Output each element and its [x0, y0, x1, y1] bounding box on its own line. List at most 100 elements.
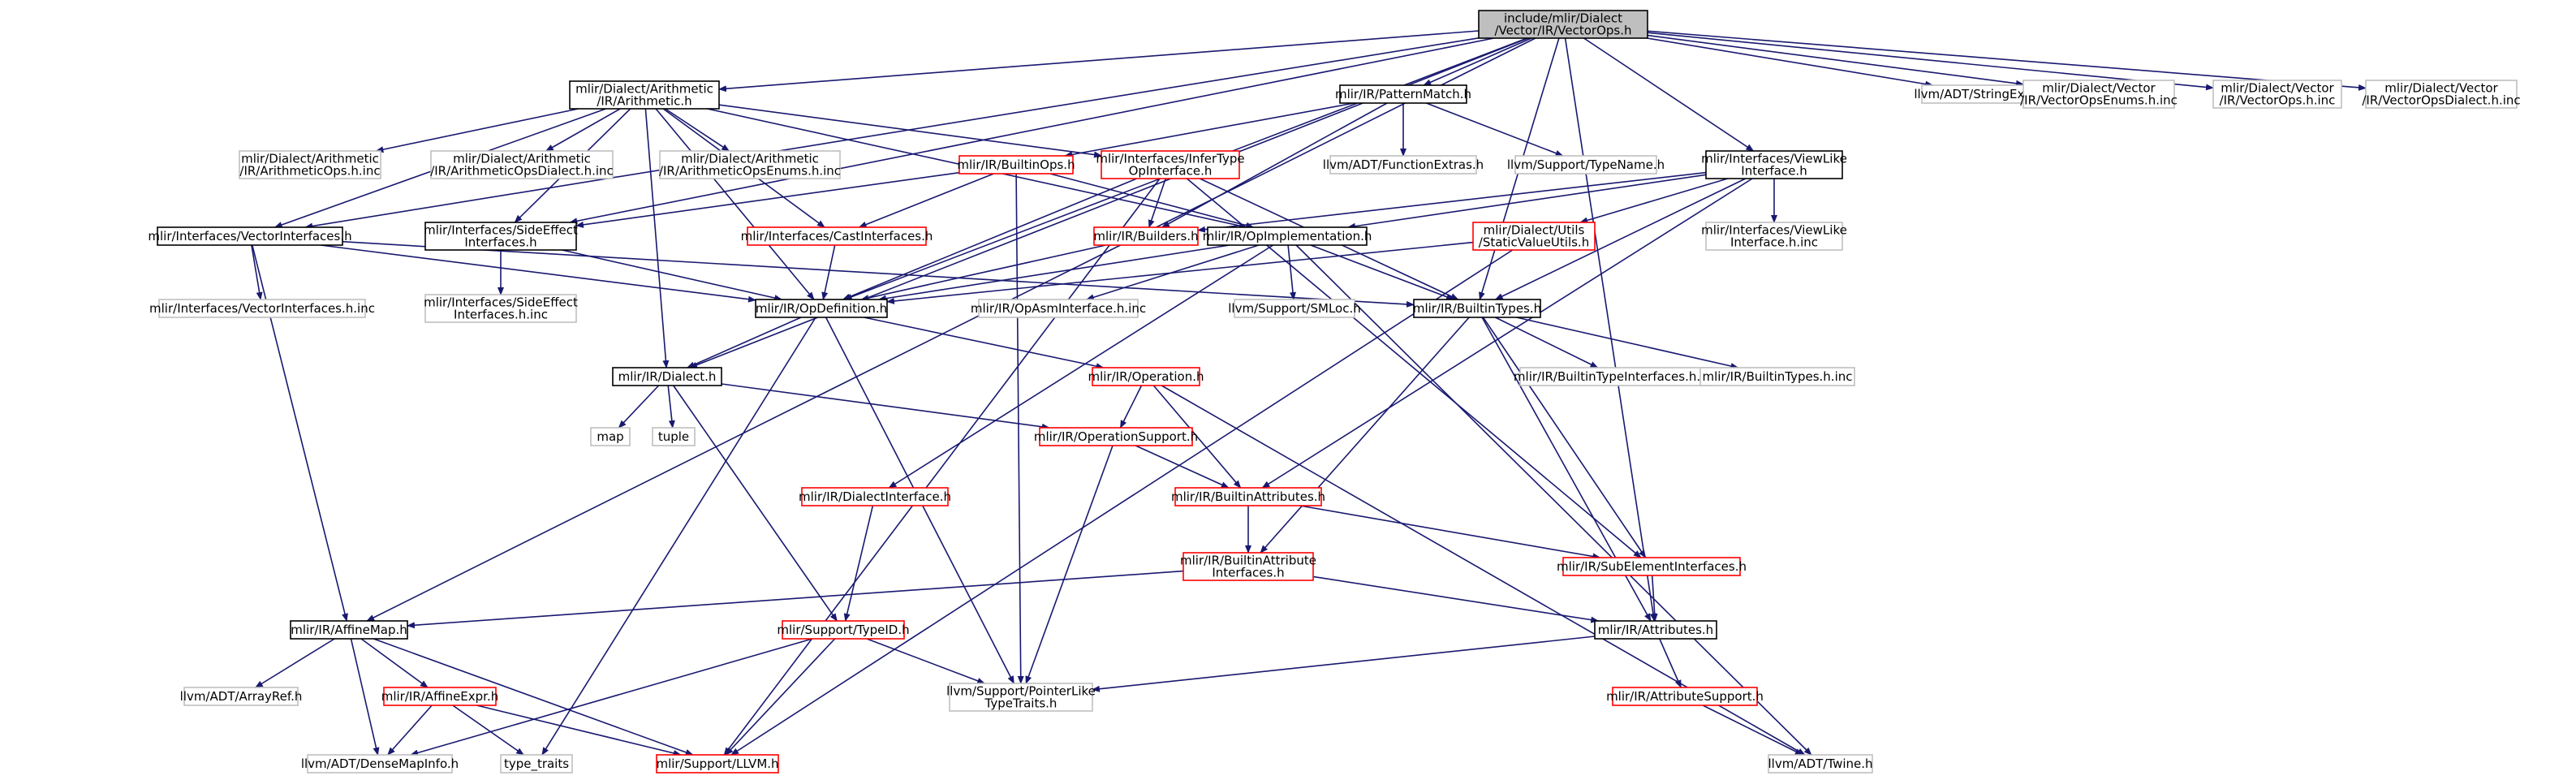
node-staticvalue[interactable]: mlir/Dialect/Utils/StaticValueUtils.h: [1472, 222, 1596, 251]
node-box-densemapinfo[interactable]: [307, 754, 453, 774]
node-box-opsupport[interactable]: [1039, 427, 1193, 446]
node-affinemap[interactable]: mlir/IR/AffineMap.h: [290, 620, 408, 640]
node-box-opasminc[interactable]: [978, 299, 1139, 318]
node-box-typename[interactable]: [1514, 155, 1657, 175]
node-box-arithopsinc[interactable]: [239, 150, 381, 179]
node-arithdialinc[interactable]: mlir/Dialect/Arithmetic/IR/ArithmeticOps…: [430, 150, 614, 179]
node-box-infertype[interactable]: [1101, 150, 1240, 179]
node-box-vecenums[interactable]: [2022, 80, 2175, 109]
node-box-arrayref[interactable]: [183, 687, 299, 706]
node-box-builtinops[interactable]: [958, 155, 1074, 175]
node-box-affinemap[interactable]: [290, 620, 408, 640]
node-box-viewlike[interactable]: [1705, 150, 1843, 179]
node-map[interactable]: map: [590, 427, 631, 446]
node-box-subelem[interactable]: [1562, 557, 1741, 576]
node-box-staticvalue[interactable]: [1472, 222, 1596, 251]
node-vecdialectinc[interactable]: mlir/Dialect/Vector/IR/VectorOpsDialect.…: [2362, 80, 2521, 109]
node-box-vectorops[interactable]: [1478, 10, 1648, 39]
node-vectorops[interactable]: include/mlir/Dialect/Vector/IR/VectorOps…: [1478, 10, 1648, 39]
node-funcextras[interactable]: llvm/ADT/FunctionExtras.h: [1323, 155, 1484, 175]
node-box-pointerlike[interactable]: [949, 683, 1093, 712]
node-box-opimpl[interactable]: [1207, 226, 1368, 246]
node-opimpl[interactable]: mlir/IR/OpImplementation.h: [1203, 226, 1372, 246]
node-box-typetraits[interactable]: [500, 754, 573, 774]
node-arrayref[interactable]: llvm/ADT/ArrayRef.h: [180, 687, 303, 706]
node-dialectinterface[interactable]: mlir/IR/DialectInterface.h: [799, 487, 951, 506]
node-box-builders[interactable]: [1093, 226, 1199, 246]
node-twine[interactable]: llvm/ADT/Twine.h: [1768, 754, 1873, 774]
node-box-arithenuminc[interactable]: [659, 150, 841, 179]
node-box-funcextras[interactable]: [1329, 155, 1477, 175]
node-box-vecinc[interactable]: [2212, 80, 2342, 109]
node-vecinterinc[interactable]: mlir/Interfaces/VectorInterfaces.h.inc: [149, 299, 375, 318]
node-box-patternmatch[interactable]: [1339, 84, 1467, 104]
node-box-dialect[interactable]: [612, 367, 722, 386]
node-affineexpr[interactable]: mlir/IR/AffineExpr.h: [381, 687, 499, 706]
node-vecinterfaces[interactable]: mlir/Interfaces/VectorInterfaces.h: [148, 226, 352, 246]
node-vecinc[interactable]: mlir/Dialect/Vector/IR/VectorOps.h.inc: [2212, 80, 2342, 109]
node-builtintypes[interactable]: mlir/IR/BuiltinTypes.h: [1413, 299, 1541, 318]
node-box-affineexpr[interactable]: [383, 687, 497, 706]
node-attributes[interactable]: mlir/IR/Attributes.h: [1594, 620, 1717, 640]
node-box-arith[interactable]: [569, 80, 720, 110]
node-builtinops[interactable]: mlir/IR/BuiltinOps.h: [957, 155, 1075, 175]
node-label-pointerlike-1: TypeTraits.h: [984, 696, 1058, 711]
node-tuple[interactable]: tuple: [652, 427, 696, 446]
node-box-smloc[interactable]: [1234, 299, 1355, 318]
node-typetraits[interactable]: type_traits: [500, 754, 573, 774]
node-box-map[interactable]: [590, 427, 631, 446]
node-dialect[interactable]: mlir/IR/Dialect.h: [612, 367, 722, 386]
node-box-twine[interactable]: [1768, 754, 1873, 774]
node-subelem[interactable]: mlir/IR/SubElementInterfaces.h: [1557, 557, 1747, 576]
edge-viewlike-to-opimpl: [1347, 174, 1707, 230]
node-btinc[interactable]: mlir/IR/BuiltinTypes.h.inc: [1699, 367, 1855, 386]
node-box-sideeffect[interactable]: [424, 222, 577, 251]
node-box-baiface[interactable]: [1182, 552, 1314, 581]
node-box-castinterfaces[interactable]: [747, 226, 927, 246]
node-builtinattrs[interactable]: mlir/IR/BuiltinAttributes.h: [1171, 487, 1325, 506]
node-box-vecdialectinc[interactable]: [2365, 80, 2518, 109]
node-box-dialectinterface[interactable]: [801, 487, 949, 506]
node-box-attrsupport[interactable]: [1612, 687, 1758, 706]
node-box-viewlikeinc[interactable]: [1705, 222, 1843, 251]
node-opasminc[interactable]: mlir/IR/OpAsmInterface.h.inc: [971, 299, 1146, 318]
node-box-opdef[interactable]: [755, 299, 888, 318]
node-patternmatch[interactable]: mlir/IR/PatternMatch.h: [1335, 84, 1471, 104]
node-arithopsinc[interactable]: mlir/Dialect/Arithmetic/IR/ArithmeticOps…: [239, 150, 381, 179]
node-box-operation[interactable]: [1092, 367, 1200, 386]
node-sideeffectinc[interactable]: mlir/Interfaces/SideEffectInterfaces.h.i…: [424, 294, 578, 323]
node-arith[interactable]: mlir/Dialect/Arithmetic/IR/Arithmetic.h: [569, 80, 720, 110]
node-box-sideeffectinc[interactable]: [424, 294, 577, 323]
node-operation[interactable]: mlir/IR/Operation.h: [1088, 367, 1204, 386]
node-box-vecinterfaces[interactable]: [157, 226, 343, 246]
node-box-typeid[interactable]: [782, 620, 905, 640]
node-llvmh[interactable]: mlir/Support/LLVM.h: [656, 754, 779, 774]
node-vecenums[interactable]: mlir/Dialect/Vector/IR/VectorOpsEnums.h.…: [2020, 80, 2178, 109]
node-box-builtinattrs[interactable]: [1174, 487, 1322, 506]
node-densemapinfo[interactable]: llvm/ADT/DenseMapInfo.h: [301, 754, 459, 774]
node-box-tuple[interactable]: [652, 427, 696, 446]
node-box-builtintypes[interactable]: [1413, 299, 1541, 318]
node-btinterinc[interactable]: mlir/IR/BuiltinTypeInterfaces.h.inc: [1514, 367, 1718, 386]
node-opsupport[interactable]: mlir/IR/OperationSupport.h: [1034, 427, 1198, 446]
node-box-vecinterinc[interactable]: [158, 299, 366, 318]
node-attrsupport[interactable]: mlir/IR/AttributeSupport.h: [1606, 687, 1764, 706]
edge-operation-to-builtinattrs: [1152, 385, 1242, 489]
node-box-btinc[interactable]: [1699, 367, 1855, 386]
node-builders[interactable]: mlir/IR/Builders.h: [1093, 226, 1199, 246]
node-opdef[interactable]: mlir/IR/OpDefinition.h: [755, 299, 888, 318]
node-typename[interactable]: llvm/Support/TypeName.h: [1507, 155, 1665, 175]
node-box-llvmh[interactable]: [656, 754, 779, 774]
node-typeid[interactable]: mlir/Support/TypeID.h: [777, 620, 910, 640]
node-castinterfaces[interactable]: mlir/Interfaces/CastInterfaces.h: [741, 226, 933, 246]
node-box-arithdialinc[interactable]: [430, 150, 614, 179]
node-box-attributes[interactable]: [1594, 620, 1717, 640]
node-smloc[interactable]: llvm/Support/SMLoc.h: [1228, 299, 1361, 318]
node-arithenuminc[interactable]: mlir/Dialect/Arithmetic/IR/ArithmeticOps…: [659, 150, 841, 179]
